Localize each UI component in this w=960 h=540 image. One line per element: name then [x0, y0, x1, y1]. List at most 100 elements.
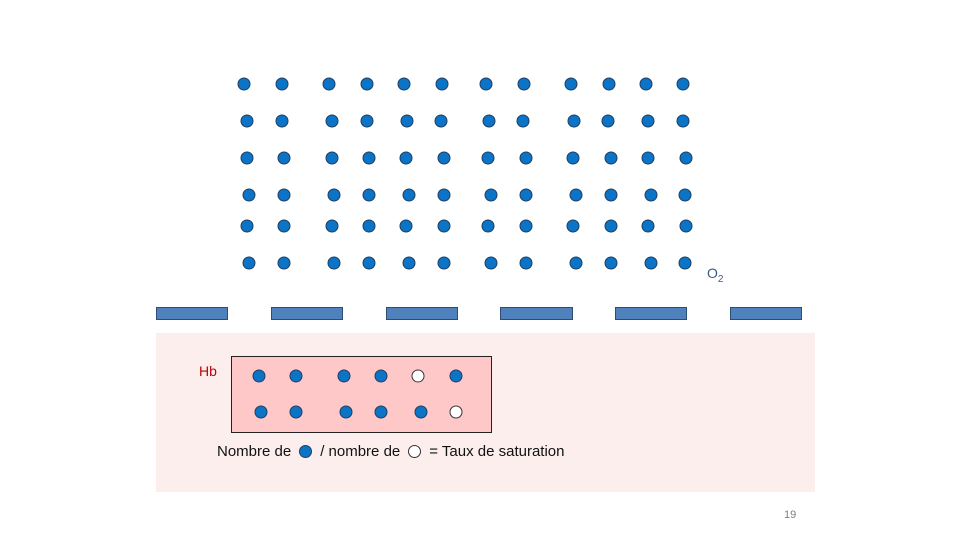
hb-site-bound [289, 369, 303, 383]
o2-molecule [242, 256, 256, 270]
o2-molecule [602, 77, 616, 91]
o2-molecule [437, 151, 451, 165]
o2-molecule [566, 151, 580, 165]
o2-molecule [678, 256, 692, 270]
o2-molecule [519, 219, 533, 233]
hb-site-bound [449, 369, 463, 383]
hb-site-empty [411, 369, 425, 383]
hb-label: Hb [199, 363, 217, 379]
o2-molecule [402, 256, 416, 270]
legend-text-3: = Taux de saturation [429, 443, 565, 460]
o2-molecule [397, 77, 411, 91]
o2-molecule [641, 219, 655, 233]
legend-text-2: / nombre de [320, 443, 401, 460]
o2-molecule [517, 77, 531, 91]
o2-molecule [435, 77, 449, 91]
o2-molecule [360, 77, 374, 91]
o2-molecule [604, 188, 618, 202]
o2-molecule [569, 188, 583, 202]
o2-label-base: O [707, 265, 718, 281]
o2-molecule [604, 256, 618, 270]
o2-molecule [434, 114, 448, 128]
legend-text-1: Nombre de [217, 443, 292, 460]
o2-molecule [275, 114, 289, 128]
o2-molecule [516, 114, 530, 128]
o2-molecule [437, 188, 451, 202]
o2-molecule [641, 151, 655, 165]
o2-molecule [327, 188, 341, 202]
o2-molecule [277, 256, 291, 270]
o2-molecule [484, 188, 498, 202]
o2-molecule [484, 256, 498, 270]
o2-molecule [277, 188, 291, 202]
membrane-segment [156, 307, 228, 320]
o2-molecule [644, 256, 658, 270]
hb-site-bound [339, 405, 353, 419]
o2-molecule [360, 114, 374, 128]
hb-site-empty [449, 405, 463, 419]
hb-site-bound [414, 405, 428, 419]
o2-molecule [399, 151, 413, 165]
membrane-segment [271, 307, 343, 320]
o2-molecule [679, 219, 693, 233]
o2-label-subscript: 2 [717, 273, 724, 285]
o2-molecule [604, 151, 618, 165]
o2-molecule [437, 256, 451, 270]
o2-molecule [641, 114, 655, 128]
o2-molecule [240, 219, 254, 233]
o2-molecule [601, 114, 615, 128]
hb-site-bound [254, 405, 268, 419]
hb-site-bound [374, 405, 388, 419]
o2-molecule [519, 188, 533, 202]
o2-molecule [275, 77, 289, 91]
o2-molecule [567, 114, 581, 128]
filled-dot-icon [299, 445, 313, 458]
o2-molecule [327, 256, 341, 270]
saturation-legend: Nombre de / nombre de = Taux de saturati… [217, 443, 564, 460]
o2-molecule [237, 77, 251, 91]
membrane-segment [730, 307, 802, 320]
hb-site-bound [252, 369, 266, 383]
o2-molecule [325, 219, 339, 233]
empty-dot-icon [408, 445, 422, 458]
o2-molecule [402, 188, 416, 202]
o2-molecule [639, 77, 653, 91]
o2-molecule [400, 114, 414, 128]
o2-molecule [240, 151, 254, 165]
o2-molecule [481, 151, 495, 165]
o2-molecule [240, 114, 254, 128]
o2-molecule [482, 114, 496, 128]
o2-molecule [325, 114, 339, 128]
o2-molecule [519, 256, 533, 270]
o2-molecule [564, 77, 578, 91]
o2-molecule [325, 151, 339, 165]
o2-molecule [362, 151, 376, 165]
o2-molecule [277, 219, 291, 233]
o2-molecule [399, 219, 413, 233]
o2-molecule [604, 219, 618, 233]
membrane-segment [386, 307, 458, 320]
o2-molecule [679, 151, 693, 165]
membrane-segment [500, 307, 573, 320]
o2-molecule [242, 188, 256, 202]
o2-molecule [362, 219, 376, 233]
o2-molecule [676, 77, 690, 91]
o2-molecule [678, 188, 692, 202]
hemoglobin-box [231, 356, 492, 433]
o2-label: O2 [707, 265, 723, 285]
o2-molecule [519, 151, 533, 165]
hb-site-bound [337, 369, 351, 383]
o2-molecule [481, 219, 495, 233]
o2-molecule [437, 219, 451, 233]
o2-molecule [362, 256, 376, 270]
hb-site-bound [374, 369, 388, 383]
o2-molecule [644, 188, 658, 202]
hb-site-bound [289, 405, 303, 419]
o2-molecule [569, 256, 583, 270]
o2-molecule [362, 188, 376, 202]
o2-molecule [322, 77, 336, 91]
o2-molecule [479, 77, 493, 91]
o2-molecule [566, 219, 580, 233]
membrane-segment [615, 307, 687, 320]
page-number: 19 [784, 509, 797, 521]
